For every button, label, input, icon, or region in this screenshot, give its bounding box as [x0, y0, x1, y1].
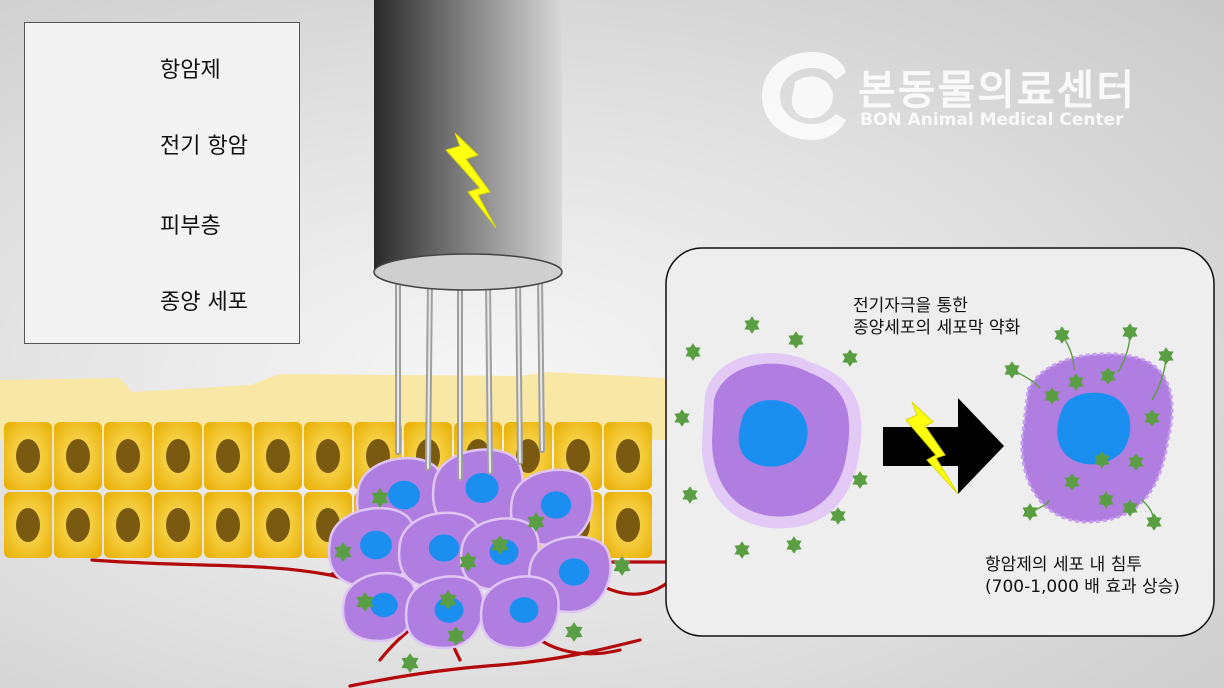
anticancer-drug-particle: [565, 622, 583, 642]
tumor-cell-nucleus: [360, 530, 392, 560]
skin-cell: [104, 492, 152, 558]
legend-label-skin: 피부층: [160, 214, 221, 239]
drug-penetration-trail: [1061, 334, 1075, 371]
probe-tip: [373, 253, 563, 291]
inset-caption-bottom-line1: 항암제의 세포 내 침투: [985, 555, 1142, 575]
tumor-cell-nucleus: [465, 473, 499, 503]
weakened-cell-nucleus: [1057, 392, 1131, 465]
electrode-needles: [395, 274, 545, 481]
inset-caption-bottom-line2: (700-1,000 배 효과 상승): [985, 577, 1180, 597]
drug-penetration-trail: [1117, 331, 1131, 373]
skin-cell: [304, 422, 352, 490]
drug-penetration-trail: [1141, 499, 1155, 523]
skin-cell: [4, 422, 52, 490]
tumor-cell: [404, 575, 485, 650]
intact-cell-nucleus: [738, 400, 808, 467]
tumor-cell-nucleus: [558, 558, 590, 586]
inset-drug-particles: [674, 316, 1174, 559]
drug-penetration-trail: [1151, 355, 1167, 401]
skin-cell: [204, 492, 252, 558]
tumor-cell: [479, 575, 560, 650]
electrode-probe: [373, 0, 563, 291]
tumor-cell: [397, 511, 482, 590]
tumor-cluster: [327, 448, 612, 650]
tumor-cell-nucleus: [540, 491, 572, 519]
drug-penetration-trail: [1029, 499, 1051, 513]
legend-label-drug: 항암제: [160, 58, 221, 83]
skin-cell: [54, 422, 102, 490]
skin-cell: [604, 492, 652, 558]
drug-penetration-trail: [1011, 369, 1041, 389]
tumor-cell-nucleus: [388, 480, 420, 510]
skin-cell: [204, 422, 252, 490]
lightning-bolt-icon: [445, 132, 497, 229]
anticancer-drug-particle: [613, 556, 631, 576]
tumor-cell-nucleus: [370, 592, 398, 618]
logo: 본동물의료센터 BON Animal Medical Center: [758, 52, 1158, 134]
logo-name-kr: 본동물의료센터: [858, 66, 1137, 114]
inset-panel: [665, 247, 1215, 637]
skin-cell: [154, 492, 202, 558]
logo-name-en: BON Animal Medical Center: [860, 110, 1124, 130]
tumor-cell-nucleus: [428, 534, 460, 562]
skin-cell: [254, 422, 302, 490]
blood-vessel: [348, 638, 642, 688]
skin-cell: [54, 492, 102, 558]
skin-cell: [604, 422, 652, 490]
skin-cell: [4, 492, 52, 558]
skin-cell: [154, 422, 202, 490]
skin-cell: [254, 492, 302, 558]
inset-caption-top-line2: 종양세포의 세포막 약화: [853, 318, 1021, 338]
logo-mark: [762, 52, 846, 140]
arrow-icon: [883, 398, 1004, 494]
tumor-cell: [327, 506, 416, 589]
legend-label-electric: 전기 항암: [160, 134, 248, 159]
anticancer-drug-particle: [401, 653, 419, 673]
lightning-bolt-icon: [905, 401, 959, 495]
legend: [24, 22, 300, 344]
probe-body: [374, 0, 562, 272]
legend-label-tumor: 종양 세포: [160, 290, 248, 315]
tumor-cell-nucleus: [509, 597, 539, 623]
skin-cell: [104, 422, 152, 490]
inset-caption-top-line1: 전기자극을 통한: [853, 296, 968, 316]
